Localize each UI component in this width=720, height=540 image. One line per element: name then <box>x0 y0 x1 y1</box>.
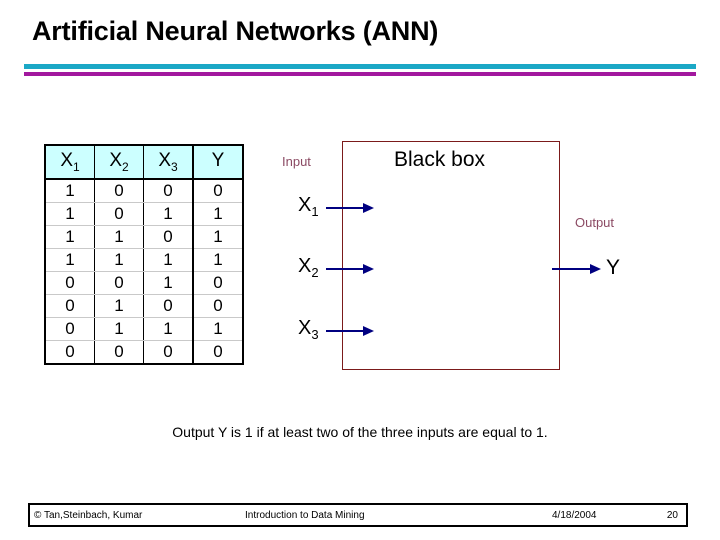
cell-x3: 1 <box>143 202 194 226</box>
header-sub-x2: 2 <box>122 159 129 174</box>
table-row: 0 1 1 1 <box>44 317 244 341</box>
footer-date: 4/18/2004 <box>552 510 597 521</box>
cell-y: 0 <box>192 271 244 295</box>
table-row: 1 1 1 1 <box>44 248 244 272</box>
table-row: 0 0 1 0 <box>44 271 244 295</box>
cell-x2: 1 <box>94 248 144 272</box>
arrow-right-icon-x3 <box>326 326 376 336</box>
truth-table-header: X1 X2 X3 Y <box>44 144 244 180</box>
cell-y: 1 <box>192 248 244 272</box>
arrow-head <box>363 203 374 213</box>
header-base-x1: X <box>60 150 73 172</box>
input-variable-x2: X2 <box>298 255 319 280</box>
arrow-shaft <box>326 207 365 209</box>
cell-x2: 1 <box>94 225 144 249</box>
slide-caption: Output Y is 1 if at least two of the thr… <box>172 424 548 440</box>
footer-page-number: 20 <box>666 510 678 521</box>
input-variable-x1: X1 <box>298 194 319 219</box>
slide-footer: © Tan,Steinbach, Kumar Introduction to D… <box>28 503 688 527</box>
input-label: Input <box>282 154 311 169</box>
cell-x1: 0 <box>44 294 95 318</box>
arrow-right-icon-x2 <box>326 264 376 274</box>
table-header-y: Y <box>192 144 244 180</box>
truth-table: X1 X2 X3 Y 1 0 0 0 1 0 1 1 1 1 0 <box>44 144 244 365</box>
table-header-x2: X2 <box>94 144 144 180</box>
cell-x1: 1 <box>44 179 95 203</box>
table-row: 1 1 0 1 <box>44 225 244 249</box>
output-variable-y: Y <box>606 256 620 282</box>
divider-rule-purple <box>24 72 696 76</box>
var-base-x2: X <box>298 255 312 277</box>
cell-y: 1 <box>192 225 244 249</box>
cell-x2: 0 <box>94 202 144 226</box>
cell-x3: 0 <box>143 225 194 249</box>
footer-copyright: © Tan,Steinbach, Kumar <box>34 510 143 521</box>
cell-x3: 0 <box>143 294 194 318</box>
cell-x2: 0 <box>94 340 144 365</box>
cell-x3: 0 <box>143 340 194 365</box>
output-label: Output <box>575 215 615 230</box>
cell-x2: 0 <box>94 271 144 295</box>
arrow-head <box>363 264 374 274</box>
cell-x1: 0 <box>44 317 95 341</box>
arrow-shaft <box>326 330 365 332</box>
header-base-y: Y <box>211 150 225 172</box>
cell-y: 0 <box>192 294 244 318</box>
table-header-row: X1 X2 X3 Y <box>44 144 244 180</box>
arrow-head <box>590 264 601 274</box>
var-sub-x2: 2 <box>311 265 319 280</box>
cell-x1: 1 <box>44 225 95 249</box>
black-box-diagram: Black box Input Output X1 X2 X3 Y <box>260 130 700 390</box>
cell-x2: 0 <box>94 179 144 203</box>
var-sub-x3: 3 <box>311 327 319 342</box>
table-row: 0 0 0 0 <box>44 340 244 365</box>
var-base-x3: X <box>298 317 312 339</box>
footer-book-title: Introduction to Data Mining <box>245 510 365 521</box>
cell-x2: 1 <box>94 294 144 318</box>
cell-x3: 1 <box>143 317 194 341</box>
var-sub-x1: 1 <box>311 204 319 219</box>
header-sub-x3: 3 <box>171 159 178 174</box>
cell-y: 0 <box>192 340 244 365</box>
truth-table-body: 1 0 0 0 1 0 1 1 1 1 0 1 1 1 1 1 <box>44 179 244 365</box>
cell-x3: 1 <box>143 271 194 295</box>
divider-rule-teal <box>24 64 696 69</box>
cell-x1: 1 <box>44 248 95 272</box>
table-row: 0 1 0 0 <box>44 294 244 318</box>
cell-y: 0 <box>192 179 244 203</box>
header-base-x2: X <box>109 150 122 172</box>
black-box-shape <box>342 141 560 370</box>
arrow-shaft <box>326 268 365 270</box>
table-row: 1 0 0 0 <box>44 179 244 203</box>
cell-y: 1 <box>192 202 244 226</box>
page-title: Artificial Neural Networks (ANN) <box>32 16 439 46</box>
table-header-x1: X1 <box>44 144 95 180</box>
cell-x1: 0 <box>44 340 95 365</box>
truth-table-container: X1 X2 X3 Y 1 0 0 0 1 0 1 1 1 1 0 <box>44 144 244 365</box>
arrow-shaft <box>552 268 592 270</box>
arrow-right-icon-x1 <box>326 203 376 213</box>
cell-x1: 0 <box>44 271 95 295</box>
input-variable-x3: X3 <box>298 317 319 342</box>
table-row: 1 0 1 1 <box>44 202 244 226</box>
arrow-head <box>363 326 374 336</box>
table-header-x3: X3 <box>143 144 194 180</box>
arrow-right-icon-y <box>552 264 606 274</box>
cell-y: 1 <box>192 317 244 341</box>
var-base-x1: X <box>298 194 312 216</box>
cell-x3: 1 <box>143 248 194 272</box>
black-box-label: Black box <box>394 148 486 171</box>
header-sub-x1: 1 <box>73 159 80 174</box>
var-base-y: Y <box>606 256 621 279</box>
cell-x2: 1 <box>94 317 144 341</box>
cell-x1: 1 <box>44 202 95 226</box>
header-base-x3: X <box>158 150 171 172</box>
cell-x3: 0 <box>143 179 194 203</box>
